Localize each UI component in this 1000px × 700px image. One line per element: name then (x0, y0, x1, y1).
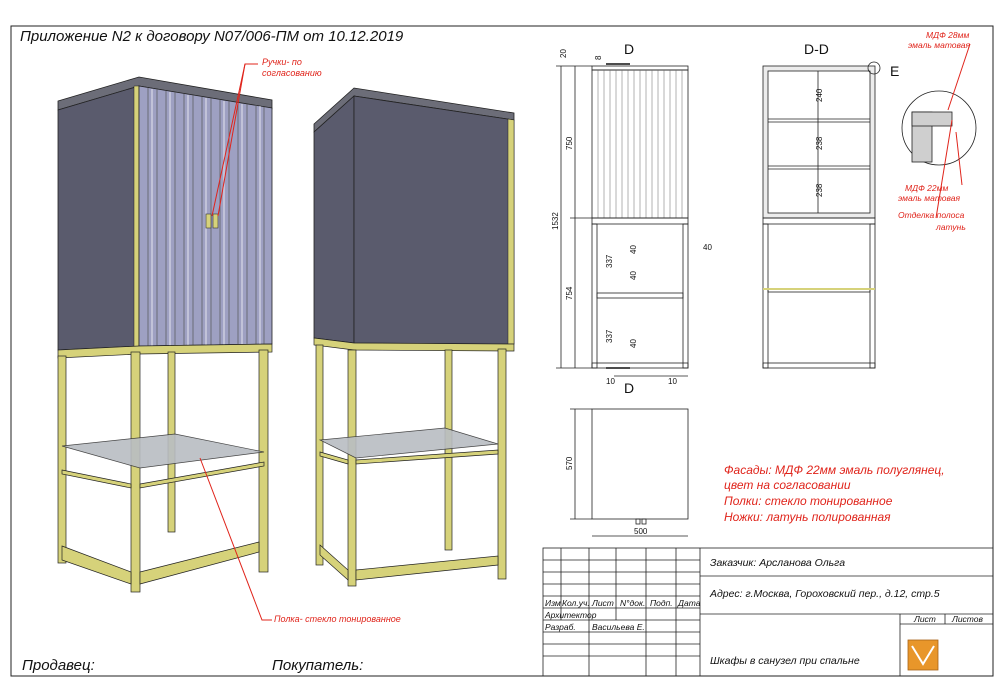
tb-col-ndok: N°док. (620, 598, 646, 608)
cabinet-3d-fluted (57, 76, 273, 593)
seller-signature-label: Продавец: (22, 657, 95, 674)
dim-front-0: 20 (559, 49, 568, 58)
tb-col-data: Дата (678, 598, 701, 608)
sheet-frame (10, 25, 994, 677)
tb-address: Адрес: г.Москва, Гороховский пер., д.12,… (710, 588, 940, 600)
dim-front-3: 1532 (551, 212, 560, 230)
front-elevation (556, 65, 689, 377)
tb-col-podp: Подп. (650, 598, 673, 608)
dim-front-2: 750 (565, 136, 574, 150)
dim-front-5: 337 (605, 254, 614, 268)
dim-sect-1: 238 (815, 136, 824, 150)
tb-drawing-name: Шкафы в санузел при спальне (710, 655, 860, 667)
dim-front-6: 40 (629, 245, 638, 254)
cut-label-bottom: D (624, 380, 634, 396)
dim-sect-2: 238 (815, 183, 824, 197)
materials-line-3: Полки: стекло тонированное (724, 494, 893, 508)
front-dims: 20 8 750 1532 754 337 40 40 40 337 40 10… (551, 49, 712, 386)
note-mdf22-line1: МДФ 22мм (905, 183, 949, 193)
note-brass-line1: Отделка полоса (898, 210, 965, 220)
leader-lines-3d (199, 63, 272, 621)
materials-line-4: Ножки: латунь полированная (724, 510, 891, 524)
section-title: D-D (804, 41, 829, 57)
tb-role-architect: Архитектор (545, 610, 597, 620)
section-dims: 240 238 238 (815, 88, 824, 197)
title-block-grid (542, 547, 994, 677)
top-view (570, 408, 689, 537)
sheet-title: Приложение N2 к договору N07/006-ПМ от 1… (20, 28, 404, 45)
tb-developer-name: Васильева Е. (592, 622, 645, 632)
note-mdf28-line2: эмаль матовая (908, 40, 971, 50)
tb-col-list: Лист (592, 598, 614, 608)
leader-lines-section (935, 43, 971, 219)
note-shelf-glass: Полка- стекло тонированное (274, 614, 401, 624)
dim-front-12: 10 (668, 377, 677, 386)
materials-line-1: Фасады: МДФ 22мм эмаль полуглянец, (724, 463, 945, 477)
tb-sheets-label: Листов (952, 614, 983, 624)
cut-label-top: D (624, 41, 634, 57)
dim-front-7: 40 (703, 243, 712, 252)
note-handles-line1: Ручки- по (262, 57, 302, 67)
tb-customer: Заказчик: Арсланова Ольга (710, 557, 846, 569)
dim-front-10: 40 (629, 339, 638, 348)
tb-col-izm: Изм (545, 598, 561, 608)
tb-sheet-label: Лист (914, 614, 936, 624)
studio-logo (907, 639, 939, 671)
dim-top-0: 570 (565, 456, 574, 470)
tb-col-koluch: Кол.уч. (562, 598, 590, 608)
note-mdf22-line2: эмаль матовая (898, 193, 961, 203)
dim-top-1: 500 (634, 527, 648, 536)
dim-front-9: 337 (605, 329, 614, 343)
tb-role-developer: Разраб. (545, 622, 576, 632)
detail-label: E (890, 63, 899, 79)
note-mdf28-line1: МДФ 28мм (926, 30, 970, 40)
note-handles-line2: согласованию (262, 68, 322, 78)
materials-line-2: цвет на согласовании (724, 478, 851, 492)
buyer-signature-label: Покупатель: (272, 657, 364, 674)
dim-front-4: 754 (565, 286, 574, 300)
dim-sect-0: 240 (815, 88, 824, 102)
dim-front-8: 40 (629, 271, 638, 280)
cabinet-3d-plain (313, 87, 515, 587)
dim-front-1: 8 (594, 55, 603, 60)
dim-front-11: 10 (606, 377, 615, 386)
note-brass-line2: латунь (936, 222, 966, 232)
section-dd (762, 61, 977, 369)
